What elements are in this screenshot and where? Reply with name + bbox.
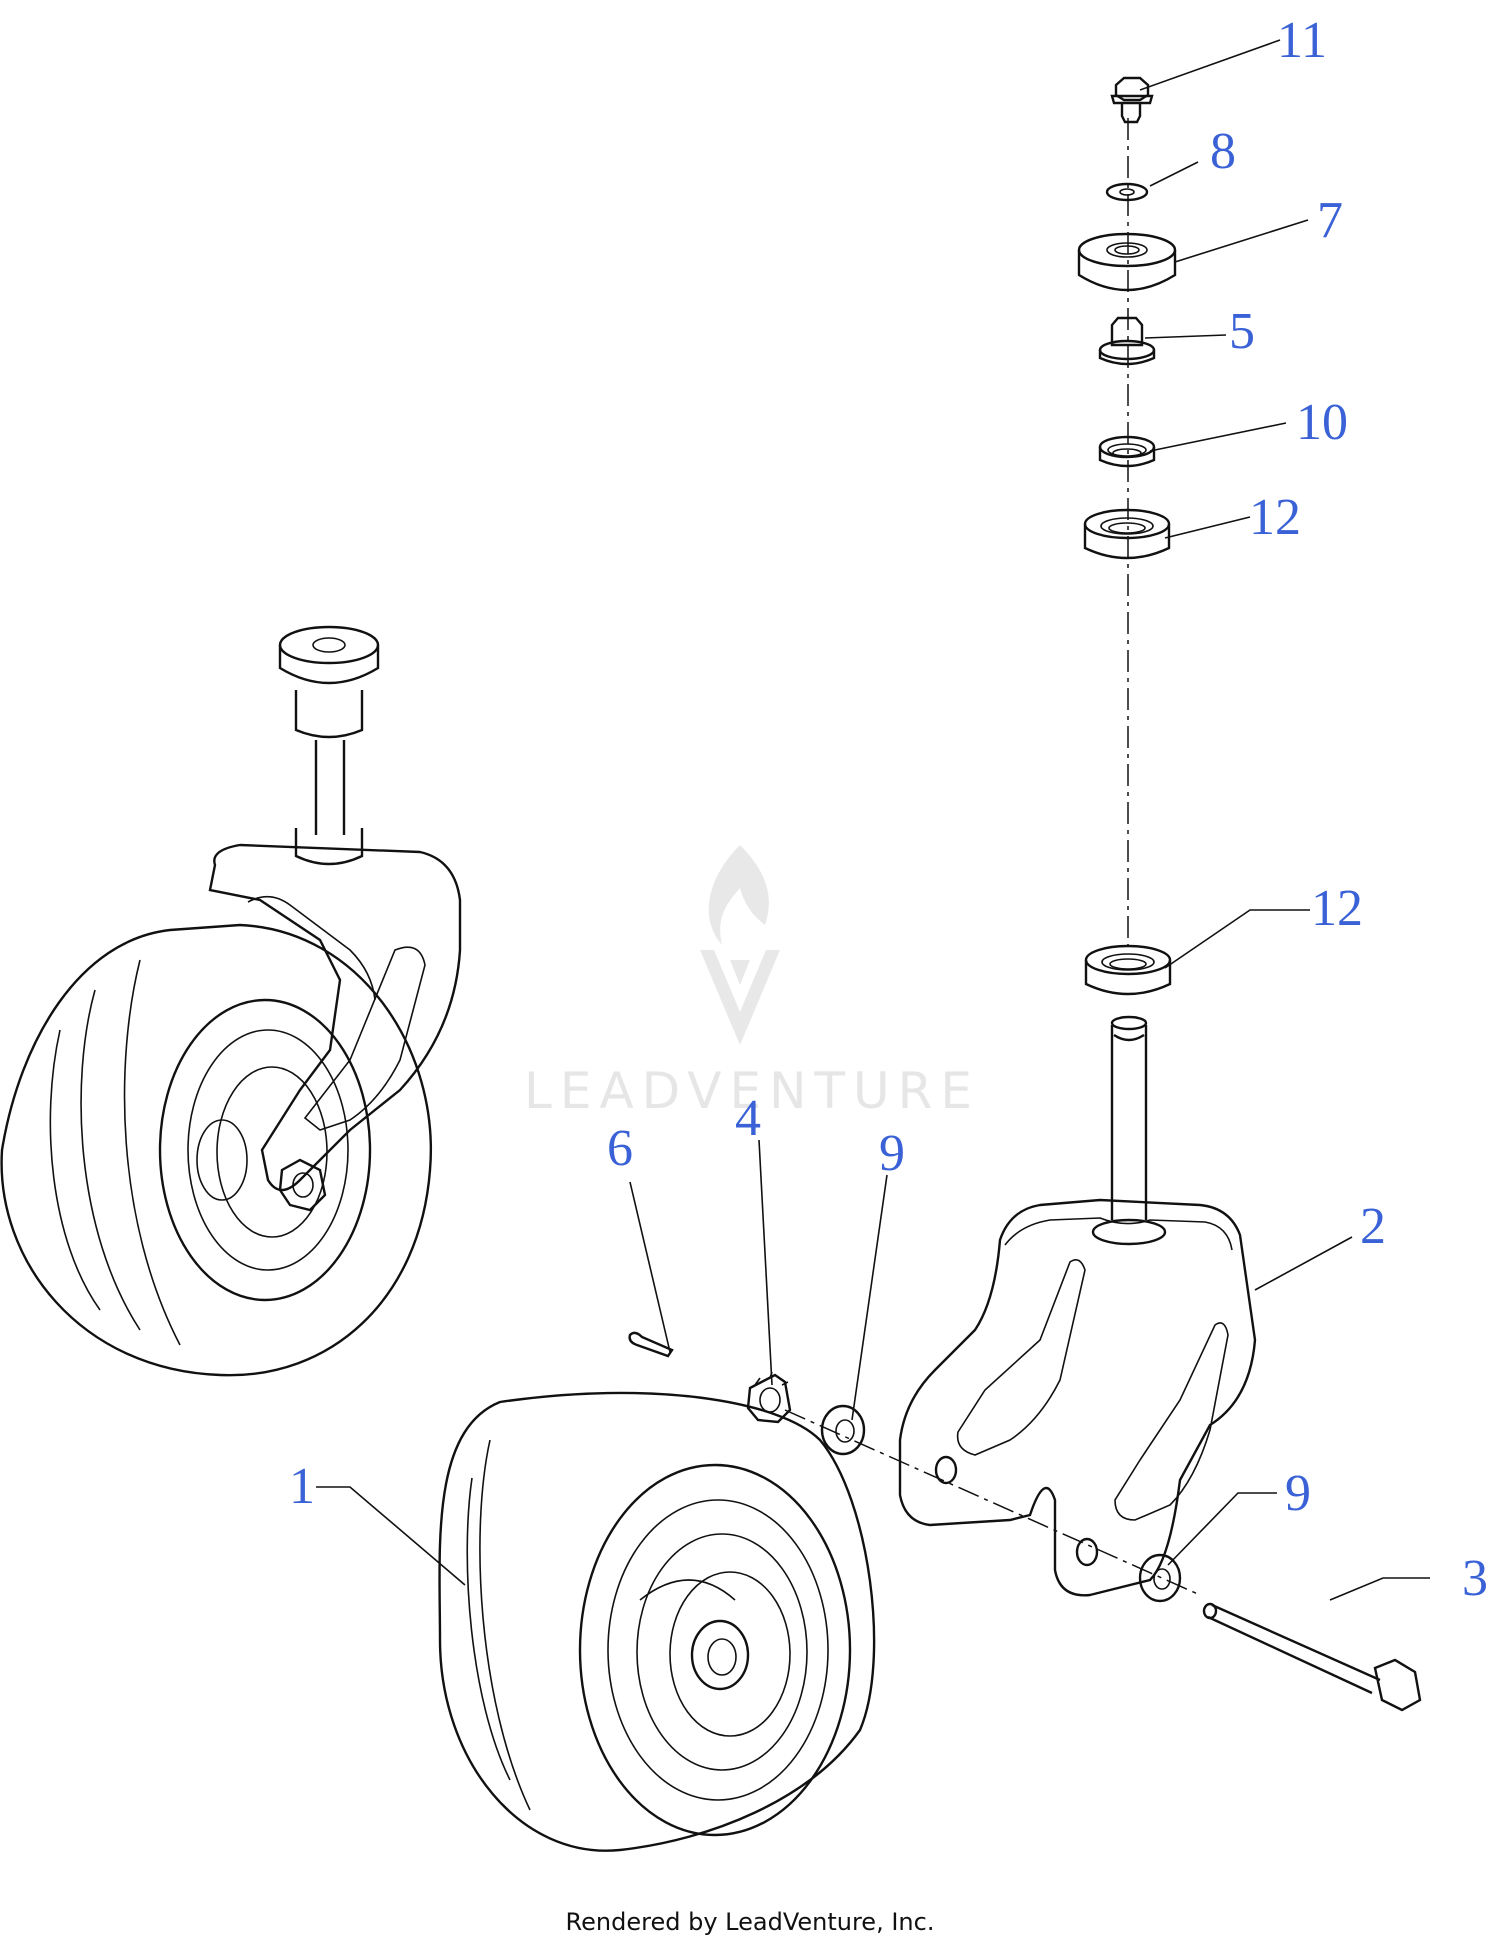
watermark: LEADVENTURE xyxy=(524,845,980,1120)
castle-nut-part-4 xyxy=(746,1371,792,1424)
callout-9-left: 9 xyxy=(879,1125,905,1182)
callout-1: 1 xyxy=(289,1458,315,1515)
leader-lines xyxy=(316,39,1430,1601)
callout-numbers: 11 8 7 5 10 12 12 2 4 9 6 9 1 3 xyxy=(289,12,1488,1607)
callout-12-upper: 12 xyxy=(1249,489,1301,546)
callout-11: 11 xyxy=(1277,12,1327,69)
callout-12-lower: 12 xyxy=(1311,880,1363,937)
cap-part-7 xyxy=(1077,232,1177,292)
watermark-text: LEADVENTURE xyxy=(524,1062,980,1120)
wheel-part-1 xyxy=(438,1391,876,1852)
callout-7: 7 xyxy=(1317,192,1343,249)
callout-4: 4 xyxy=(735,1090,761,1147)
callout-6: 6 xyxy=(607,1120,633,1177)
washer-part-8 xyxy=(1105,182,1149,202)
caster-fork-part-2 xyxy=(898,1015,1257,1597)
callout-10: 10 xyxy=(1296,394,1348,451)
bolt-part-11 xyxy=(1110,76,1154,124)
callout-3: 3 xyxy=(1462,1550,1488,1607)
bearing-upper-part-12 xyxy=(1083,508,1171,560)
cotter-pin-part-6 xyxy=(628,1331,674,1358)
watermark-flame-icon xyxy=(700,845,780,1045)
washer-part-9-right xyxy=(1138,1553,1182,1603)
washer-part-9-left xyxy=(820,1404,866,1456)
bearing-lower-part-12 xyxy=(1084,944,1172,996)
callout-8: 8 xyxy=(1210,123,1236,180)
callout-2: 2 xyxy=(1360,1198,1386,1255)
seal-part-10 xyxy=(1098,435,1156,468)
callout-9-right: 9 xyxy=(1285,1465,1311,1522)
callout-5: 5 xyxy=(1229,303,1255,360)
nut-part-5 xyxy=(1098,316,1156,366)
assembled-caster xyxy=(0,625,462,1377)
footer-credit: Rendered by LeadVenture, Inc. xyxy=(565,1908,935,1936)
axle-bolt-part-3 xyxy=(1202,1602,1422,1712)
axle-axis-line xyxy=(784,1409,1201,1596)
